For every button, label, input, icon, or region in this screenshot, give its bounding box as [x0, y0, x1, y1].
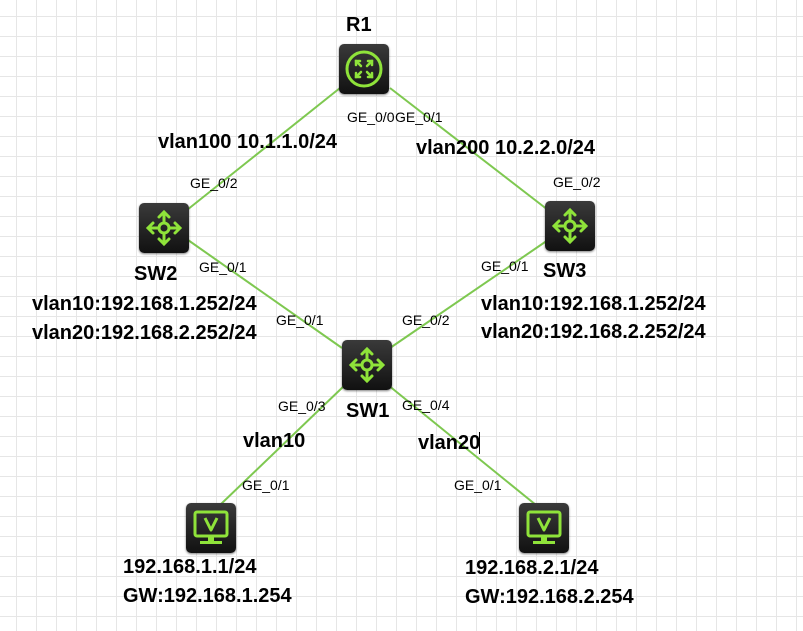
- router-icon: [345, 50, 383, 88]
- port-label-r1-ge00: GE_0/0: [347, 109, 395, 125]
- pc2-ip: 192.168.2.1/24: [465, 557, 599, 579]
- link-sw1-pc1: [219, 384, 346, 506]
- port-label-sw1-ge03: GE_0/3: [278, 398, 326, 414]
- pc-icon: [526, 510, 562, 544]
- port-label-sw3-ge01: GE_0/1: [481, 258, 529, 274]
- switch-sw2-name: SW2: [134, 263, 178, 285]
- pc1-gateway: GW:192.168.1.254: [123, 585, 292, 607]
- switch-sw3-name: SW3: [543, 260, 587, 282]
- subnet-label-vlan100: vlan100 10.1.1.0/24: [158, 131, 338, 153]
- link-sw1-pc2: [387, 384, 537, 506]
- switch-icon: [348, 346, 386, 384]
- subnet-label-vlan200: vlan200 10.2.2.0/24: [416, 137, 596, 159]
- link-r1-sw3: [389, 87, 549, 211]
- port-label-r1-ge01: GE_0/1: [395, 109, 443, 125]
- pc-2[interactable]: [519, 503, 569, 553]
- sw2-ip-vlan20: vlan20:192.168.2.252/24: [32, 322, 257, 344]
- port-label-pc2-ge01: GE_0/1: [454, 477, 502, 493]
- link-sw2-sw1: [187, 239, 343, 349]
- port-label-sw3-ge02: GE_0/2: [553, 174, 601, 190]
- port-label-sw1-ge04: GE_0/4: [402, 397, 450, 413]
- switch-icon: [551, 207, 589, 245]
- sw3-ip-vlan10: vlan10:192.168.1.252/24: [481, 293, 706, 315]
- pc2-gateway: GW:192.168.2.254: [465, 586, 634, 608]
- switch-sw1-name: SW1: [346, 400, 390, 422]
- access-vlan-left: vlan10: [243, 430, 306, 452]
- switch-sw3[interactable]: [545, 201, 595, 251]
- switch-sw2[interactable]: [139, 203, 189, 253]
- port-label-sw2-ge02: GE_0/2: [190, 175, 238, 191]
- port-label-sw1-ge02: GE_0/2: [402, 312, 450, 328]
- switch-icon: [145, 209, 183, 247]
- text-cursor: [479, 432, 480, 454]
- pc-1[interactable]: [186, 503, 236, 553]
- access-vlan-right: vlan20: [418, 432, 481, 454]
- sw3-ip-vlan20: vlan20:192.168.2.252/24: [481, 321, 706, 343]
- router-r1[interactable]: [339, 44, 389, 94]
- pc1-ip: 192.168.1.1/24: [123, 556, 257, 578]
- link-r1-sw2: [186, 87, 341, 211]
- router-r1-name: R1: [346, 14, 372, 36]
- port-label-pc1-ge01: GE_0/1: [242, 477, 290, 493]
- link-sw3-sw1: [389, 239, 549, 349]
- port-label-sw2-ge01: GE_0/1: [199, 259, 247, 275]
- switch-sw1[interactable]: [342, 340, 392, 390]
- pc-icon: [193, 510, 229, 544]
- port-label-sw1-ge01: GE_0/1: [276, 312, 324, 328]
- sw2-ip-vlan10: vlan10:192.168.1.252/24: [32, 293, 257, 315]
